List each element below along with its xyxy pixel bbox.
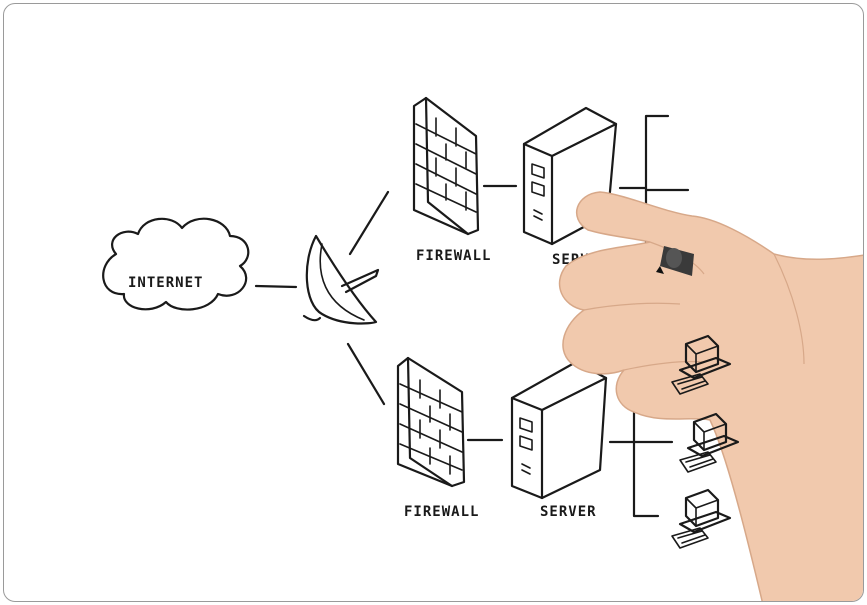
internet-cloud-icon: INTERNET (102, 217, 250, 311)
link-dish-bottom (346, 342, 386, 406)
network-diagram: INTERNET FIREWALL SERVER (102, 96, 863, 601)
computer-icon (679, 412, 740, 473)
firewall-icon: FIREWALL (396, 356, 479, 520)
computer-icon (671, 334, 732, 395)
firewall-icon: FIREWALL (412, 96, 491, 264)
internet-label: INTERNET (128, 275, 203, 291)
computer-icon (671, 488, 732, 549)
link-dish-top (348, 190, 390, 256)
link-internet-dish (254, 284, 298, 289)
satellite-dish-icon (302, 234, 380, 325)
server-icon: SERVER (522, 106, 618, 268)
server-bottom-label: SERVER (540, 504, 597, 520)
firewall-top-label: FIREWALL (416, 248, 491, 264)
diagram-frame: INTERNET FIREWALL SERVER (3, 3, 864, 602)
server-icon: SERVER (510, 360, 608, 520)
firewall-bottom-label: FIREWALL (404, 504, 479, 520)
marker-icon (656, 246, 694, 276)
